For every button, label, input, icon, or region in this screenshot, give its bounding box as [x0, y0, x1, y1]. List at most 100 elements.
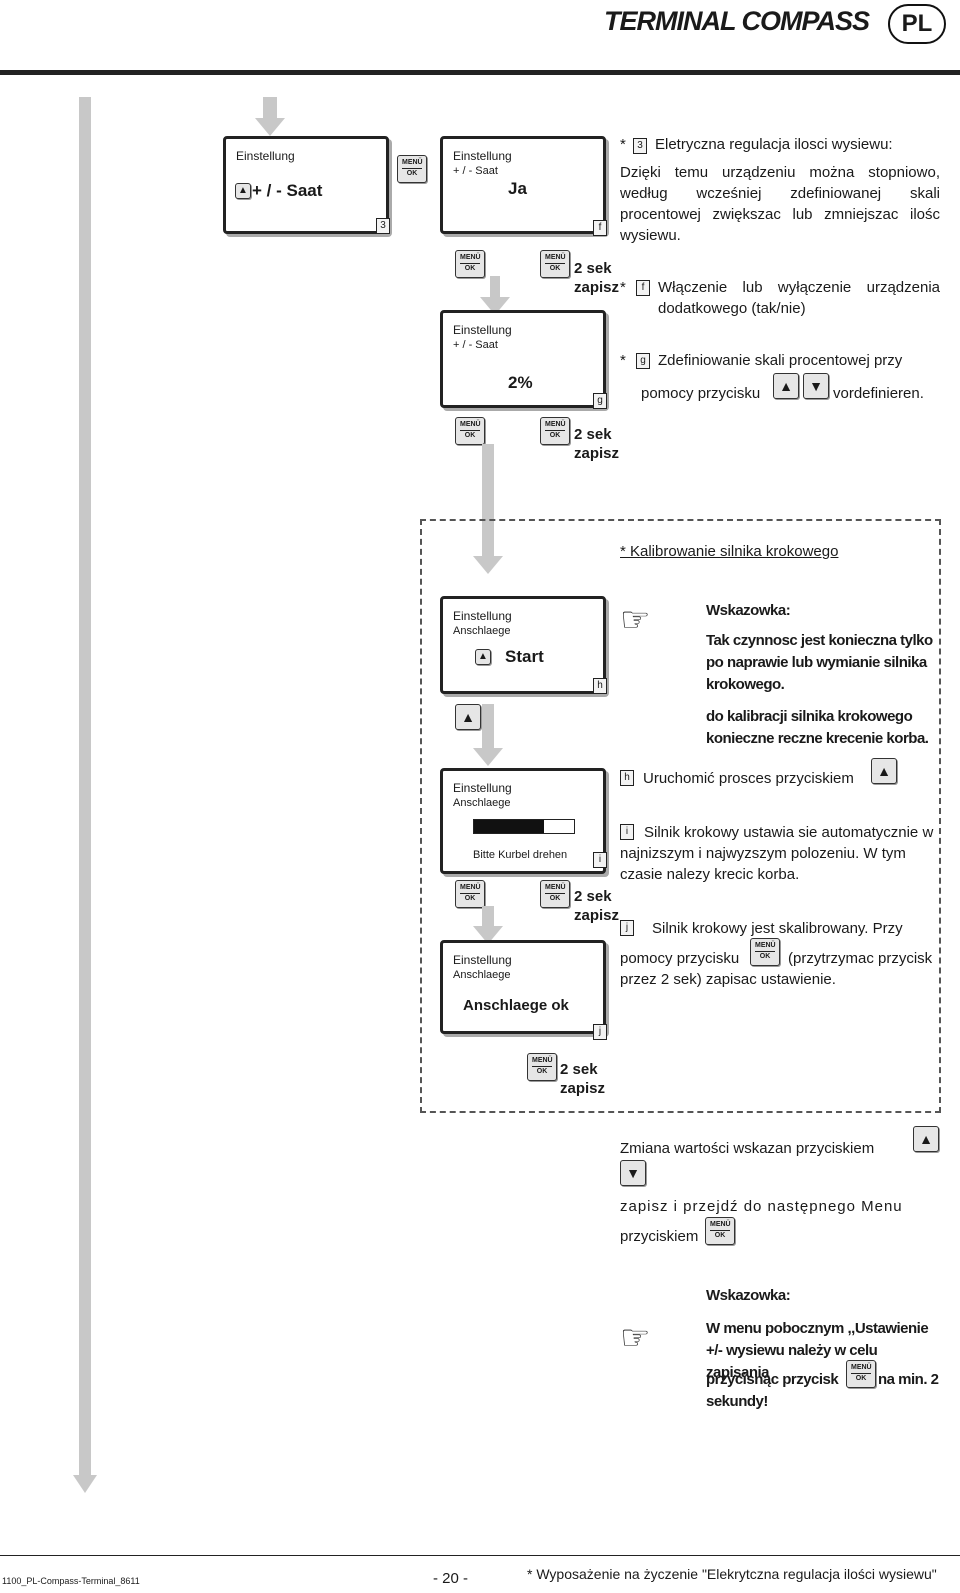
down-button-icon: ▼ — [803, 373, 829, 399]
tag-g: g — [636, 353, 650, 369]
tag-i: i — [620, 824, 634, 840]
screen-line1: Einstellung — [453, 781, 512, 795]
hold-duration: 2 sek — [574, 426, 612, 443]
hint2-line-1: W menu pobocznym ,,Ustawienie +/- wysiew… — [706, 1320, 929, 1381]
save-label: zapisz — [574, 445, 620, 462]
pointing-hand-icon: ☞ — [620, 1319, 651, 1357]
hold-duration: 2 sek — [574, 260, 612, 277]
save-label: zapisz — [560, 1080, 606, 1097]
tag-f: f — [636, 280, 650, 296]
tag-3: 3 — [376, 218, 390, 234]
screen-anschlaege-ok: Einstellung Anschlaege Anschlaege ok — [440, 940, 606, 1034]
footer-note: * Wyposażenie na życzenie "Elekrytczna r… — [527, 1566, 937, 1582]
screen-footer-text: Bitte Kurbel drehen — [473, 849, 568, 861]
save-next-text-2: przyciskiem — [620, 1228, 699, 1245]
page-number: - 20 - — [433, 1570, 469, 1587]
note-g-text-2: pomocy przycisku — [641, 385, 761, 402]
flow-arrow-head — [473, 926, 503, 944]
header-divider — [0, 70, 960, 75]
tag-h: h — [593, 678, 607, 694]
hint2-line-2: przycisnąc przycisk — [706, 1371, 839, 1388]
screen-main-text: Start — [505, 647, 544, 666]
up-button-icon: ▲ — [773, 373, 799, 399]
step-j-text: Silnik krokowy jest skalibrowany. Przy — [652, 920, 903, 937]
hint-paragraph-1: Tak czynnosc jest konieczna tylko po nap… — [706, 632, 933, 693]
screen-anschlaege-progress: Einstellung Anschlaege Bitte Kurbel dreh… — [440, 768, 606, 874]
up-button[interactable]: ▲ — [455, 704, 481, 730]
note-3-body: Dzięki temu urządzeniu można stopniowo, … — [620, 164, 940, 244]
hold-duration: 2 sek — [574, 888, 612, 905]
up-icon: ▲ — [235, 183, 251, 199]
flow-arrow-stem — [490, 276, 500, 300]
flow-arrow-stem — [263, 97, 277, 119]
screen-line1: Einstellung — [453, 149, 512, 163]
tag-f: f — [593, 220, 607, 236]
hint-title: Wskazowka: — [706, 602, 791, 619]
screen-main-text: Anschlaege ok — [463, 997, 569, 1014]
screen-main-text: 2% — [508, 373, 533, 392]
screen-line1: Einstellung — [453, 609, 512, 623]
screen-line2: Anschlaege — [453, 797, 511, 809]
tag-3: 3 — [633, 138, 647, 154]
flow-arrow-stem — [482, 444, 494, 558]
flow-arrow-head — [255, 118, 285, 136]
document-title: TERMINAL COMPASS — [604, 6, 870, 36]
tag-i: i — [593, 852, 607, 868]
progress-bar — [473, 819, 575, 834]
screen-anschlaege-start: Einstellung Anschlaege ▲ Start — [440, 596, 606, 694]
tag-g: g — [593, 393, 607, 409]
calibration-section — [420, 519, 941, 1113]
up-icon: ▲ — [475, 649, 491, 665]
calibration-title: * Kalibrowanie silnika krokowego — [620, 543, 839, 560]
note-asterisk: * — [620, 279, 626, 296]
flow-bar — [79, 97, 91, 1475]
step-j-text-3: (przytrzymac przycisk przez 2 sek) zapis… — [620, 950, 933, 988]
flow-arrow-stem — [482, 906, 494, 928]
note-asterisk: * — [620, 352, 626, 369]
language-badge: PL — [888, 4, 946, 44]
hold-duration: 2 sek — [560, 1061, 598, 1078]
screen-line1: Einstellung — [453, 953, 512, 967]
screen-line2: + / - Saat — [453, 165, 498, 177]
screen-line2: Anschlaege — [453, 969, 511, 981]
screen-einstellung-saat: Einstellung ▲ + / - Saat — [223, 136, 389, 234]
down-button-icon: ▼ — [620, 1160, 646, 1186]
up-button-icon: ▲ — [913, 1126, 939, 1152]
hint2-line-3: na min. 2 sekundy! — [706, 1371, 939, 1410]
hint2-title: Wskazowka: — [706, 1287, 791, 1304]
change-value-text: Zmiana wartości wskazan przyciskiem — [620, 1140, 875, 1157]
pointing-hand-icon: ☞ — [620, 601, 651, 639]
save-next-text: zapisz i przejdź do następnego Menu — [620, 1198, 903, 1215]
note-g-text-3: vordefinieren. — [833, 385, 924, 402]
note-asterisk: * — [620, 136, 626, 153]
screen-main-text: + / - Saat — [252, 181, 323, 200]
step-h-text: Uruchomić prosces przyciskiem — [643, 770, 854, 787]
flow-arrow-stem — [482, 704, 494, 750]
note-3-title: Eletryczna regulacja ilosci wysiewu: — [655, 136, 893, 153]
progress-fill — [474, 820, 544, 833]
flow-arrow-head — [473, 748, 503, 766]
note-f-text: Włączenie lub wyłączenie urządzenia doda… — [658, 279, 940, 317]
tag-j: j — [620, 920, 634, 936]
step-j-text-2: pomocy przycisku — [620, 950, 740, 967]
footer-divider — [0, 1555, 960, 1556]
save-label: zapisz — [574, 907, 620, 924]
screen-einstellung-ja: Einstellung + / - Saat Ja — [440, 136, 606, 234]
screen-line1: Einstellung — [236, 149, 295, 163]
flow-arrow-end — [73, 1475, 97, 1493]
screen-line2: Anschlaege — [453, 625, 511, 637]
tag-j: j — [593, 1024, 607, 1040]
screen-einstellung-percent: Einstellung + / - Saat 2% — [440, 310, 606, 408]
screen-line1: Einstellung — [453, 323, 512, 337]
